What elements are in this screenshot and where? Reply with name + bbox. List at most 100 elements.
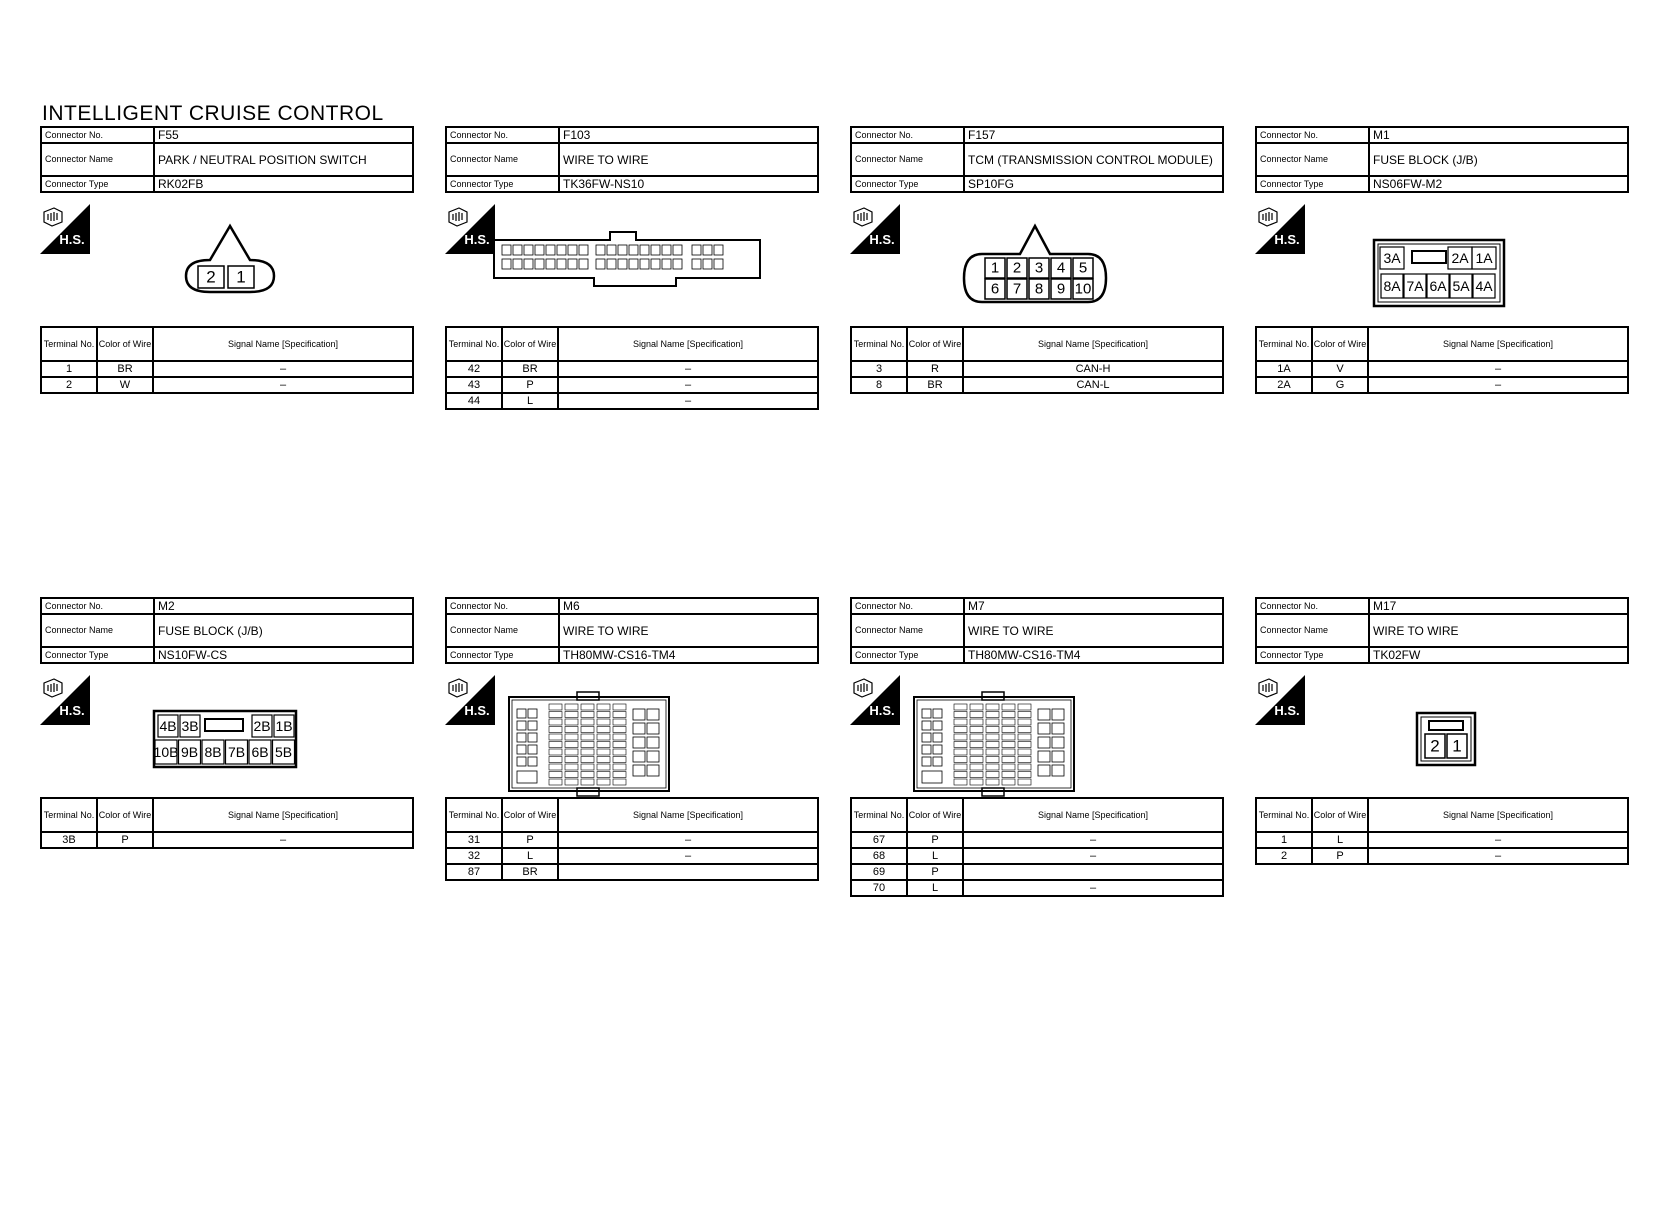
color-of-wire-header: Color of Wire <box>906 797 964 833</box>
cavity <box>548 741 563 748</box>
pin-7: 7 <box>1013 281 1021 298</box>
cavity <box>578 258 589 270</box>
signal-name-cell: – <box>962 831 1224 849</box>
cavity <box>527 756 538 767</box>
pin-10: 10 <box>1075 281 1092 298</box>
signal-name-cell <box>962 863 1224 881</box>
connector-type-value: NS10FW-CS <box>153 646 414 664</box>
cavity <box>646 750 660 763</box>
cavity <box>985 718 1000 726</box>
terminal-no-cell: 8 <box>850 376 908 394</box>
cavity <box>612 763 627 771</box>
pin-5A: 5A <box>1452 278 1470 294</box>
terminal-no-cell: 67 <box>850 831 908 849</box>
cavity <box>632 722 646 735</box>
cavity <box>713 244 724 256</box>
terminal-no-cell: 2A <box>1255 376 1313 394</box>
connector-name-label: Connector Name <box>1255 142 1370 177</box>
connector-name-label: Connector Name <box>40 613 155 648</box>
cavity <box>1037 736 1051 749</box>
cavity <box>921 720 932 731</box>
terminal-no-cell: 32 <box>445 847 503 865</box>
terminal-no-header: Terminal No. <box>850 797 908 833</box>
cavity <box>953 778 968 786</box>
terminal-no-header: Terminal No. <box>1255 797 1313 833</box>
cavity <box>1017 748 1032 756</box>
hs-label: H.S. <box>464 232 489 247</box>
cavity <box>1051 750 1065 763</box>
signal-name-cell: – <box>152 360 414 378</box>
pin-8A: 8A <box>1383 278 1401 294</box>
connector-number-value: F103 <box>558 126 819 144</box>
cavity <box>564 778 579 786</box>
cavity <box>639 244 650 256</box>
cavity <box>548 748 563 756</box>
cavity <box>969 763 984 771</box>
pin-8: 8 <box>1035 281 1043 298</box>
connector-number-label: Connector No. <box>1255 597 1370 615</box>
connector-number-value: M1 <box>1368 126 1629 144</box>
cavity <box>953 748 968 756</box>
cavity <box>1001 756 1016 763</box>
cavity <box>969 756 984 763</box>
cavity <box>953 711 968 718</box>
cavity <box>527 720 538 731</box>
cavity <box>516 744 527 755</box>
cavity <box>632 764 646 777</box>
cavity <box>596 718 611 726</box>
cavity <box>596 726 611 733</box>
connector-number-label: Connector No. <box>40 126 155 144</box>
cavity <box>1017 741 1032 748</box>
cavity <box>969 711 984 718</box>
cavity <box>595 244 606 256</box>
wire-color-cell: P <box>1311 847 1369 865</box>
cavity <box>596 711 611 718</box>
terminal-no-cell: 69 <box>850 863 908 881</box>
terminal-no-cell: 2 <box>1255 847 1313 865</box>
cavity <box>628 244 639 256</box>
color-of-wire-header: Color of Wire <box>96 797 154 833</box>
cavity <box>1001 733 1016 741</box>
cavity <box>661 258 672 270</box>
cavity <box>985 748 1000 756</box>
signal-name-header: Signal Name [Specification] <box>557 797 819 833</box>
connector-number-label: Connector No. <box>1255 126 1370 144</box>
connector-name-value: WIRE TO WIRE <box>558 142 819 177</box>
pin-9B: 9B <box>181 744 198 760</box>
cavity <box>534 258 545 270</box>
signal-name-cell: CAN-L <box>962 376 1224 394</box>
cavity <box>969 718 984 726</box>
signal-name-header: Signal Name [Specification] <box>557 326 819 362</box>
signal-name-cell: – <box>557 831 819 849</box>
cavity <box>612 771 627 778</box>
terminal-no-cell: 87 <box>445 863 503 881</box>
hs-label: H.S. <box>59 232 84 247</box>
cavity <box>1051 764 1065 777</box>
cavity <box>650 258 661 270</box>
pin-1: 1 <box>991 260 999 277</box>
cavity <box>932 744 943 755</box>
connector-number-value: F157 <box>963 126 1224 144</box>
cavity <box>523 244 534 256</box>
connector-type-value: TK36FW-NS10 <box>558 175 819 193</box>
cavity <box>969 703 984 711</box>
pin-6: 6 <box>991 281 999 298</box>
hs-label: H.S. <box>1274 232 1299 247</box>
cavity <box>932 720 943 731</box>
cavity <box>953 741 968 748</box>
cavity <box>580 733 595 741</box>
connector-name-label: Connector Name <box>40 142 155 177</box>
cavity <box>953 718 968 726</box>
pin-1A: 1A <box>1475 250 1493 266</box>
cavity <box>548 726 563 733</box>
connector-number-value: M6 <box>558 597 819 615</box>
